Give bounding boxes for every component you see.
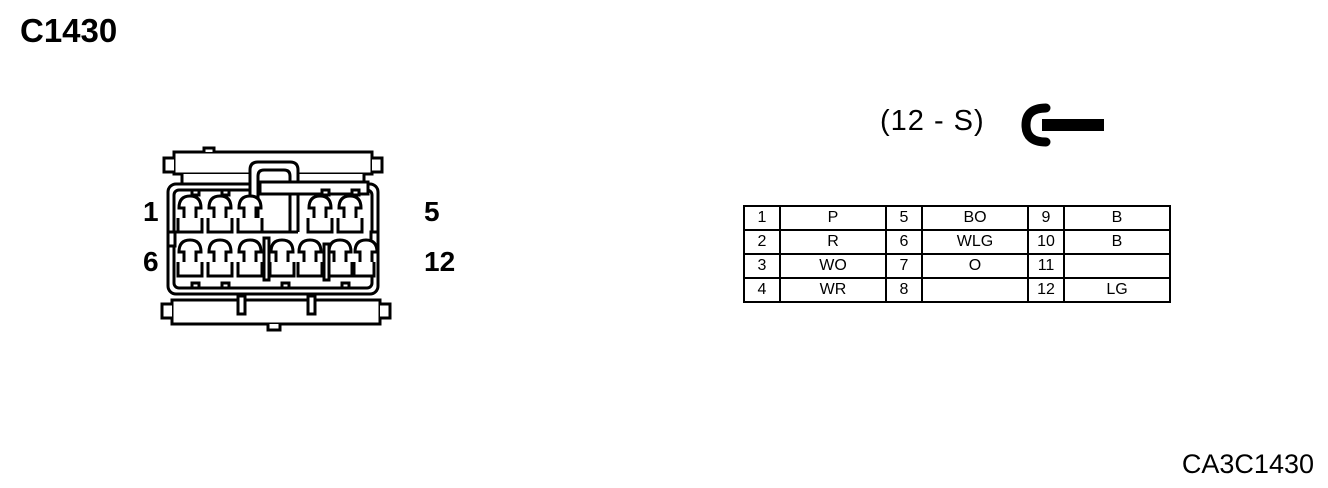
pin-number-cell: 12: [1027, 277, 1065, 303]
page-title: C1430: [20, 12, 118, 49]
cavity-3: [236, 194, 264, 234]
pin-value-cell: R: [779, 229, 887, 255]
cavity-row-top: [176, 188, 364, 234]
connector-diagram: [138, 132, 488, 342]
pin-assignment-table: 1 P 5 BO 9 B 2 R 6 WLG 10 B 3 WO 7 O 11: [743, 205, 1171, 303]
pin-number-cell: 3: [743, 253, 781, 279]
pin-number-cell: 7: [885, 253, 923, 279]
connector-bottom-flange: [160, 294, 392, 332]
pin-value-cell: B: [1063, 205, 1171, 231]
table-row: 4 WR 8 12 LG: [743, 277, 1171, 303]
pin-number-cell: 6: [885, 229, 923, 255]
cavity-row-bottom: [176, 236, 379, 290]
socket-terminal-symbol: [1012, 102, 1112, 153]
cavity-9: [268, 238, 296, 278]
pin-value-cell: LG: [1063, 277, 1171, 303]
connector-pin-label-top-right: 5: [424, 196, 440, 227]
pin-value-cell: [921, 277, 1029, 303]
pin-number-cell: 9: [1027, 205, 1065, 231]
cavity-12: [352, 238, 379, 278]
table-row: 1 P 5 BO 9 B: [743, 205, 1171, 231]
pin-number-cell: 2: [743, 229, 781, 255]
cavity-10: [296, 238, 324, 278]
cavity-8: [236, 238, 264, 278]
pin-number-cell: 5: [885, 205, 923, 231]
pin-number-cell: 1: [743, 205, 781, 231]
cavity-1: [176, 194, 204, 234]
table-row: 3 WO 7 O 11: [743, 253, 1171, 279]
connector-pin-label-top-left: 1: [143, 196, 159, 227]
connector-svg: [160, 146, 392, 332]
pin-number-cell: 8: [885, 277, 923, 303]
pin-table-body: 1 P 5 BO 9 B 2 R 6 WLG 10 B 3 WO 7 O 11: [743, 205, 1171, 303]
pin-value-cell: WO: [779, 253, 887, 279]
pin-value-cell: [1063, 253, 1171, 279]
cavity-11: [326, 238, 354, 278]
pin-number-cell: 10: [1027, 229, 1065, 255]
pin-number-cell: 4: [743, 277, 781, 303]
connector-pin-label-bottom-left: 6: [143, 246, 159, 277]
cavity-7: [206, 238, 234, 278]
cavity-2: [206, 194, 234, 234]
drawing-code: CA3C1430: [1181, 449, 1314, 479]
pin-number-cell: 11: [1027, 253, 1065, 279]
pin-value-cell: O: [921, 253, 1029, 279]
cavity-6: [176, 238, 204, 278]
pin-value-cell: WLG: [921, 229, 1029, 255]
pin-value-cell: BO: [921, 205, 1029, 231]
pin-value-cell: WR: [779, 277, 887, 303]
cavity-5: [336, 194, 364, 234]
pin-value-cell: B: [1063, 229, 1171, 255]
connector-type-label: (12 - S): [880, 105, 985, 137]
connector-centre-latch: [248, 160, 370, 234]
connector-pin-label-bottom-right: 12: [424, 246, 456, 277]
table-row: 2 R 6 WLG 10 B: [743, 229, 1171, 255]
cavity-4: [306, 194, 334, 234]
pin-value-cell: P: [779, 205, 887, 231]
